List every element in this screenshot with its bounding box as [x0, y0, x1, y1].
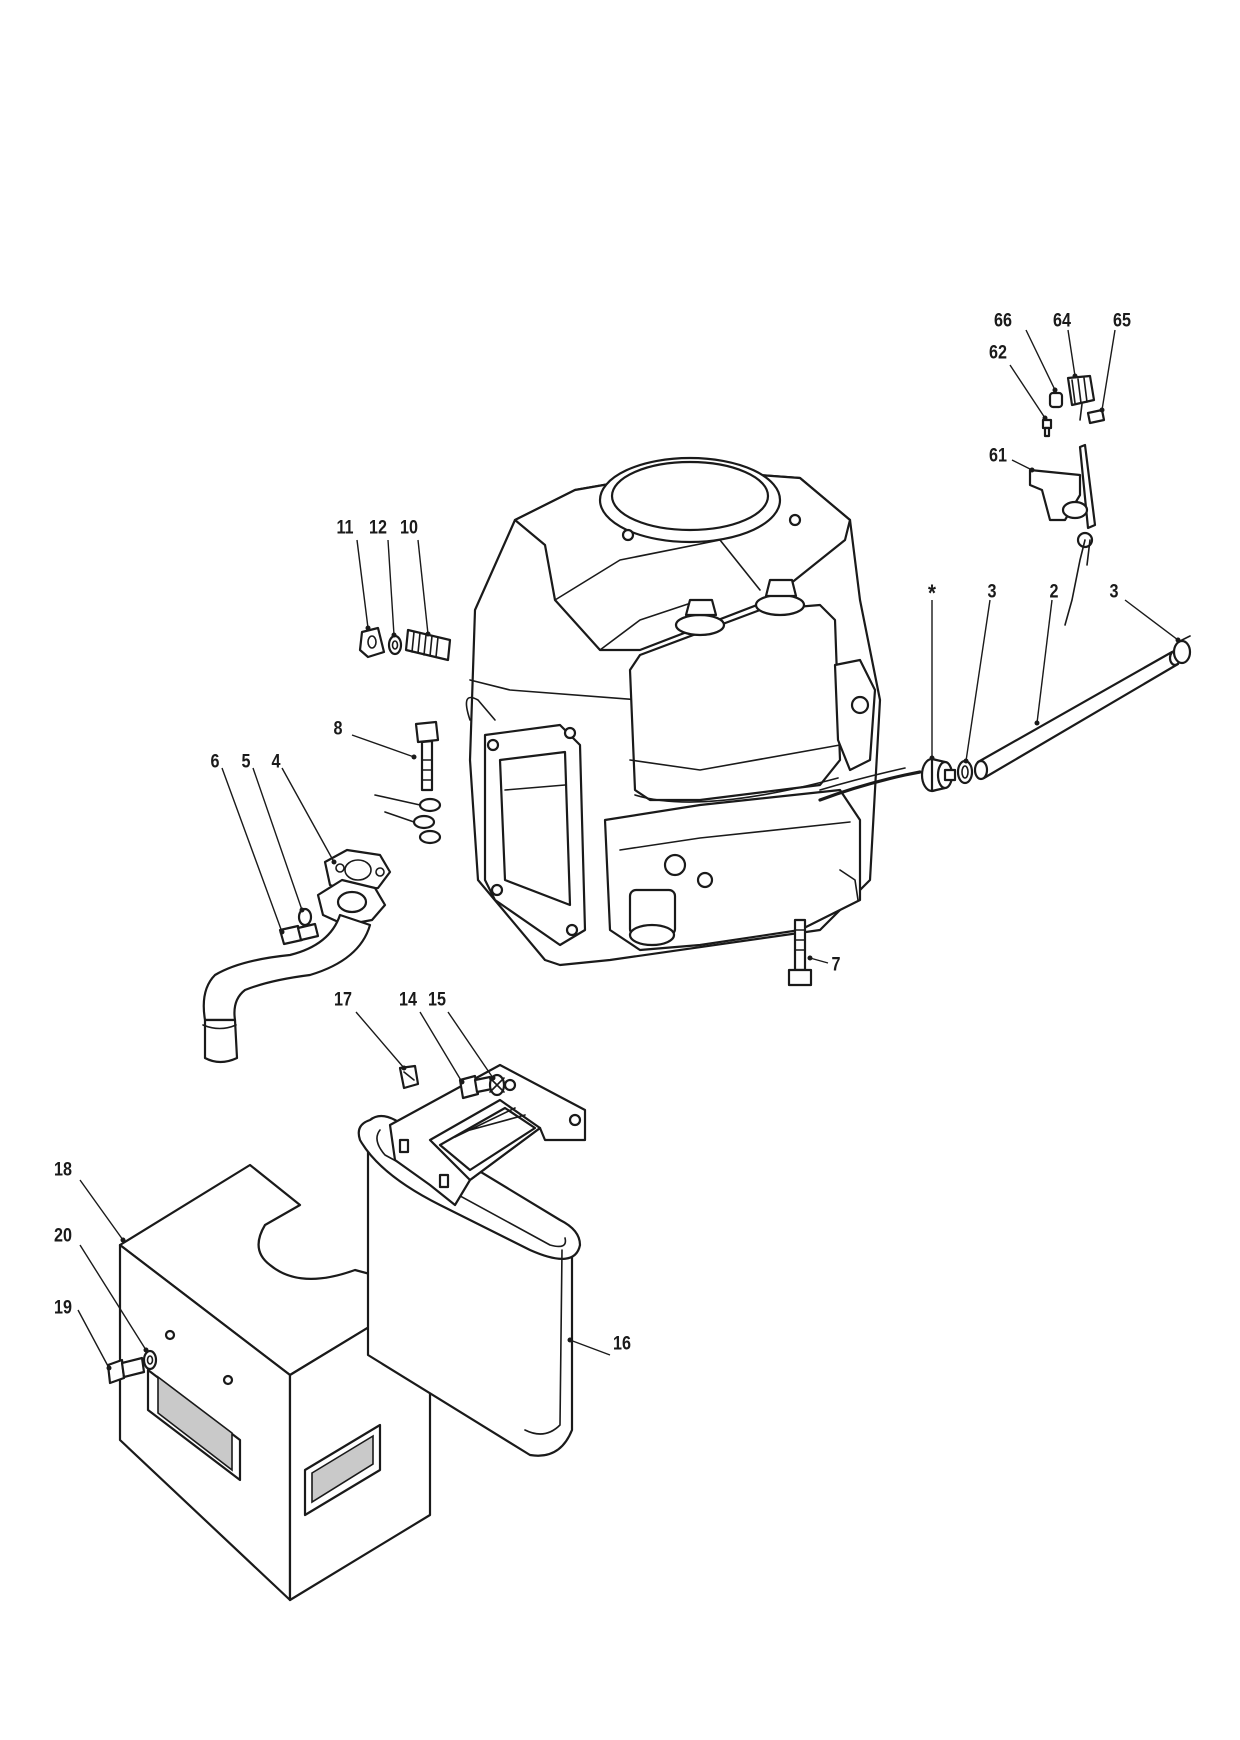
bolt-with-terminals: [374, 720, 442, 845]
return-spring: [1066, 374, 1096, 421]
callout-12: 12: [369, 517, 387, 539]
callout-4: 4: [271, 751, 281, 773]
callout-5: 5: [241, 751, 251, 773]
callout-64: 64: [1053, 310, 1071, 332]
stud-nut-washer: [358, 626, 452, 662]
leader-lines: [77, 329, 1181, 1371]
hose-clamp-left: [956, 759, 974, 785]
callout-11: 11: [336, 517, 354, 539]
callout-17: 17: [334, 989, 352, 1011]
engine: [465, 456, 882, 967]
fuel-hose: [973, 649, 1182, 781]
callout-3-right: 3: [1109, 581, 1119, 603]
bolt-long: [787, 918, 813, 987]
callout-19: 19: [54, 1297, 72, 1319]
callout-star: *: [928, 580, 936, 607]
engine-fuel-line: [818, 770, 922, 802]
callout-15: 15: [428, 989, 446, 1011]
heat-shield: [118, 1163, 432, 1602]
callout-18: 18: [54, 1159, 72, 1181]
callout-7: 7: [831, 954, 841, 976]
callout-16: 16: [613, 1333, 631, 1355]
shield-bolt: [106, 1349, 158, 1385]
callout-66: 66: [994, 310, 1012, 332]
muffler: [357, 1063, 587, 1457]
callout-62: 62: [989, 342, 1007, 364]
callout-6: 6: [210, 751, 220, 773]
callout-2: 2: [1049, 581, 1059, 603]
fuel-filter: [920, 757, 957, 793]
callout-14: 14: [399, 989, 417, 1011]
exhaust-pipe: [202, 848, 392, 1064]
callout-65: 65: [1113, 310, 1131, 332]
callout-8: 8: [333, 718, 343, 740]
callout-61: 61: [989, 445, 1007, 467]
callout-20: 20: [54, 1225, 72, 1247]
throttle-control: [1028, 374, 1106, 626]
callout-10: 10: [400, 517, 418, 539]
callout-3-left: 3: [987, 581, 997, 603]
